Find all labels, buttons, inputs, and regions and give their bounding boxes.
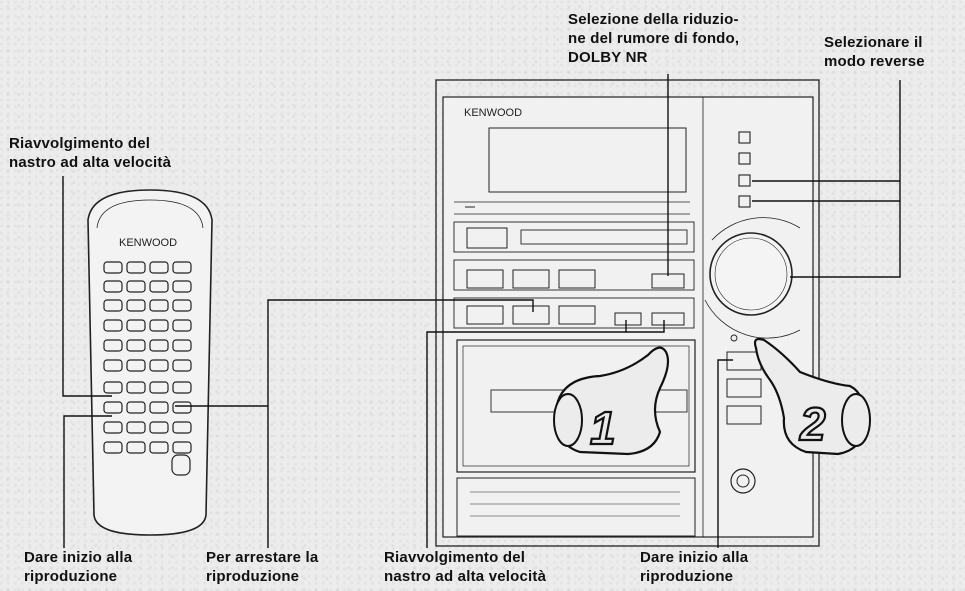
remote-button-r7c0[interactable] bbox=[103, 401, 123, 414]
reverse-button-2[interactable] bbox=[738, 195, 751, 208]
remote-button-r3c3[interactable] bbox=[172, 319, 192, 332]
remote-button-r4c3[interactable] bbox=[172, 339, 192, 352]
remote-button-r7c1[interactable] bbox=[126, 401, 146, 414]
remote-button-r6c2[interactable] bbox=[149, 381, 169, 394]
volume-knob[interactable] bbox=[709, 232, 793, 316]
remote-button-r7c3[interactable] bbox=[172, 401, 192, 414]
remote-button-r9c2[interactable] bbox=[149, 441, 169, 454]
hand-pointer-2: 2 bbox=[753, 337, 871, 456]
remote-button-r5c1[interactable] bbox=[126, 359, 146, 372]
remote-button-r0c0[interactable] bbox=[103, 261, 123, 274]
remote-button-r2c3[interactable] bbox=[172, 299, 192, 312]
label-remote-rewind: Riavvolgimento del nastro ad alta veloci… bbox=[9, 135, 172, 171]
remote-button-r1c3[interactable] bbox=[172, 280, 192, 293]
remote-button-extra[interactable] bbox=[171, 454, 191, 476]
remote-button-r3c0[interactable] bbox=[103, 319, 123, 332]
remote-button-r8c1[interactable] bbox=[126, 421, 146, 434]
remote-button-r8c2[interactable] bbox=[149, 421, 169, 434]
remote-button-r4c0[interactable] bbox=[103, 339, 123, 352]
label-remote-play: Dare inizio alla riproduzione bbox=[24, 549, 133, 585]
label-reverse-mode: Selezionare il modo reverse bbox=[824, 34, 925, 70]
unit-rewind-button[interactable] bbox=[614, 312, 642, 326]
remote-button-r0c3[interactable] bbox=[172, 261, 192, 274]
step-number-1: 1 bbox=[590, 402, 616, 454]
remote-button-r2c1[interactable] bbox=[126, 299, 146, 312]
label-stop: Per arrestare la riproduzione bbox=[206, 549, 319, 585]
label-unit-play: Dare inizio alla riproduzione bbox=[640, 549, 749, 585]
remote-button-r1c1[interactable] bbox=[126, 280, 146, 293]
remote-button-r1c0[interactable] bbox=[103, 280, 123, 293]
remote-button-r4c1[interactable] bbox=[126, 339, 146, 352]
leader-lines bbox=[62, 74, 901, 548]
remote-button-r8c3[interactable] bbox=[172, 421, 192, 434]
hand-pointer-1: 1 bbox=[553, 346, 670, 456]
remote-button-r6c1[interactable] bbox=[126, 381, 146, 394]
remote-button-r9c1[interactable] bbox=[126, 441, 146, 454]
step-number-2: 2 bbox=[799, 398, 826, 450]
remote-button-r6c3[interactable] bbox=[172, 381, 192, 394]
remote-button-r5c2[interactable] bbox=[149, 359, 169, 372]
remote-button-r6c0[interactable] bbox=[103, 381, 123, 394]
remote-button-r5c0[interactable] bbox=[103, 359, 123, 372]
remote-button-r2c0[interactable] bbox=[103, 299, 123, 312]
remote-button-r3c1[interactable] bbox=[126, 319, 146, 332]
remote-control: KENWOOD bbox=[87, 189, 213, 536]
unit-brand: KENWOOD bbox=[464, 107, 522, 119]
remote-button-r9c0[interactable] bbox=[103, 441, 123, 454]
remote-button-r7c2[interactable] bbox=[149, 401, 169, 414]
remote-brand: KENWOOD bbox=[119, 237, 177, 249]
remote-button-r1c2[interactable] bbox=[149, 280, 169, 293]
remote-button-r5c3[interactable] bbox=[172, 359, 192, 372]
stereo-unit: KENWOOD bbox=[435, 79, 820, 547]
reverse-button-1[interactable] bbox=[738, 174, 751, 187]
label-unit-rewind: Riavvolgimento del nastro ad alta veloci… bbox=[384, 549, 547, 585]
remote-button-r9c3[interactable] bbox=[172, 441, 192, 454]
remote-button-r2c2[interactable] bbox=[149, 299, 169, 312]
remote-button-r3c2[interactable] bbox=[149, 319, 169, 332]
headphone-jack bbox=[730, 468, 756, 494]
label-dolby-nr: Selezione della riduzio- ne del rumore d… bbox=[568, 11, 740, 66]
remote-button-r4c2[interactable] bbox=[149, 339, 169, 352]
remote-button-r8c0[interactable] bbox=[103, 421, 123, 434]
remote-button-grid bbox=[103, 261, 192, 476]
remote-button-r0c1[interactable] bbox=[126, 261, 146, 274]
stop-button[interactable] bbox=[512, 305, 550, 325]
remote-button-r0c2[interactable] bbox=[149, 261, 169, 274]
